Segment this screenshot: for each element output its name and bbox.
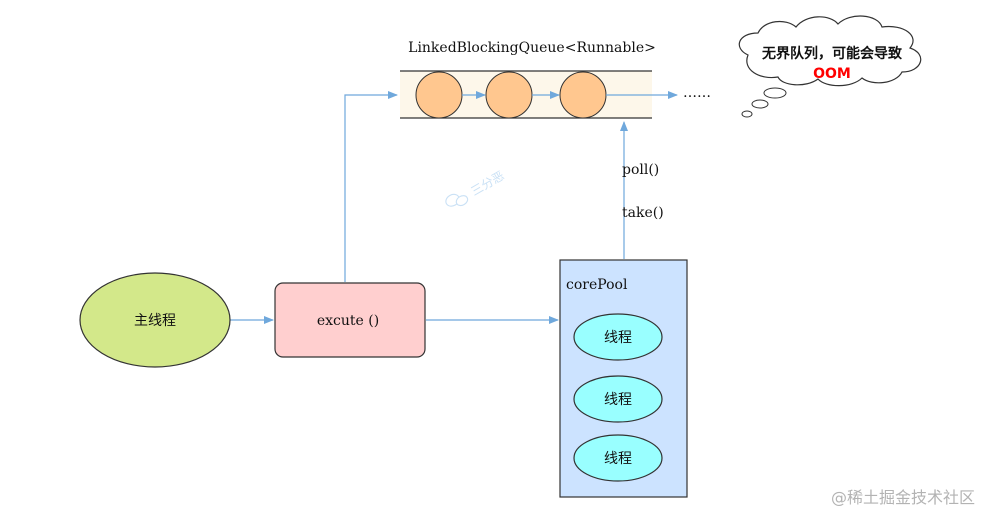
execute-node: excute (): [274, 282, 426, 358]
queue-task-3: [559, 71, 607, 119]
queue-label: LinkedBlockingQueue<Runnable>: [408, 40, 656, 56]
queue-ellipsis: ……: [683, 85, 711, 101]
pool-thread-3: [573, 434, 663, 482]
connectors: [230, 91, 628, 324]
execute-box: [274, 282, 426, 358]
pool-thread-1-label: 线程: [604, 330, 632, 346]
wechat-icon: [445, 193, 469, 207]
pool-thread-1: [573, 313, 663, 361]
center-watermark-text: 三分恶: [469, 168, 507, 198]
cloud-shape: [738, 15, 922, 87]
cloud-bubble-mid: [751, 99, 769, 109]
cloud-bubble-small: [741, 110, 753, 118]
poll-label: poll(): [622, 162, 659, 178]
execute-to-queue-arrow: [344, 91, 398, 282]
main-thread-node: 主线程: [79, 272, 231, 368]
main-thread-ellipse: [79, 272, 231, 368]
center-watermark: 三分恶: [445, 168, 507, 207]
take-label: take(): [622, 205, 664, 221]
core-pool-node: corePool 线程 线程 线程: [559, 259, 688, 498]
corner-watermark: @稀土掘金技术社区: [831, 488, 975, 507]
pool-thread-2-label: 线程: [604, 392, 632, 408]
core-pool-label: corePool: [566, 277, 628, 293]
main-thread-label: 主线程: [134, 313, 176, 329]
cloud-text-line1: 无界队列，可能会导致: [761, 45, 903, 62]
queue: LinkedBlockingQueue<Runnable> ……: [400, 40, 711, 119]
execute-label: excute (): [317, 313, 379, 329]
pool-thread-3-label: 线程: [604, 451, 632, 467]
pool-thread-2: [573, 375, 663, 423]
cloud-bubble-large: [763, 87, 787, 99]
cloud-text-oom: OOM: [813, 66, 851, 82]
queue-task-2: [485, 71, 533, 119]
queue-task-1: [415, 71, 463, 119]
thought-cloud: 无界队列，可能会导致 OOM: [738, 15, 922, 118]
